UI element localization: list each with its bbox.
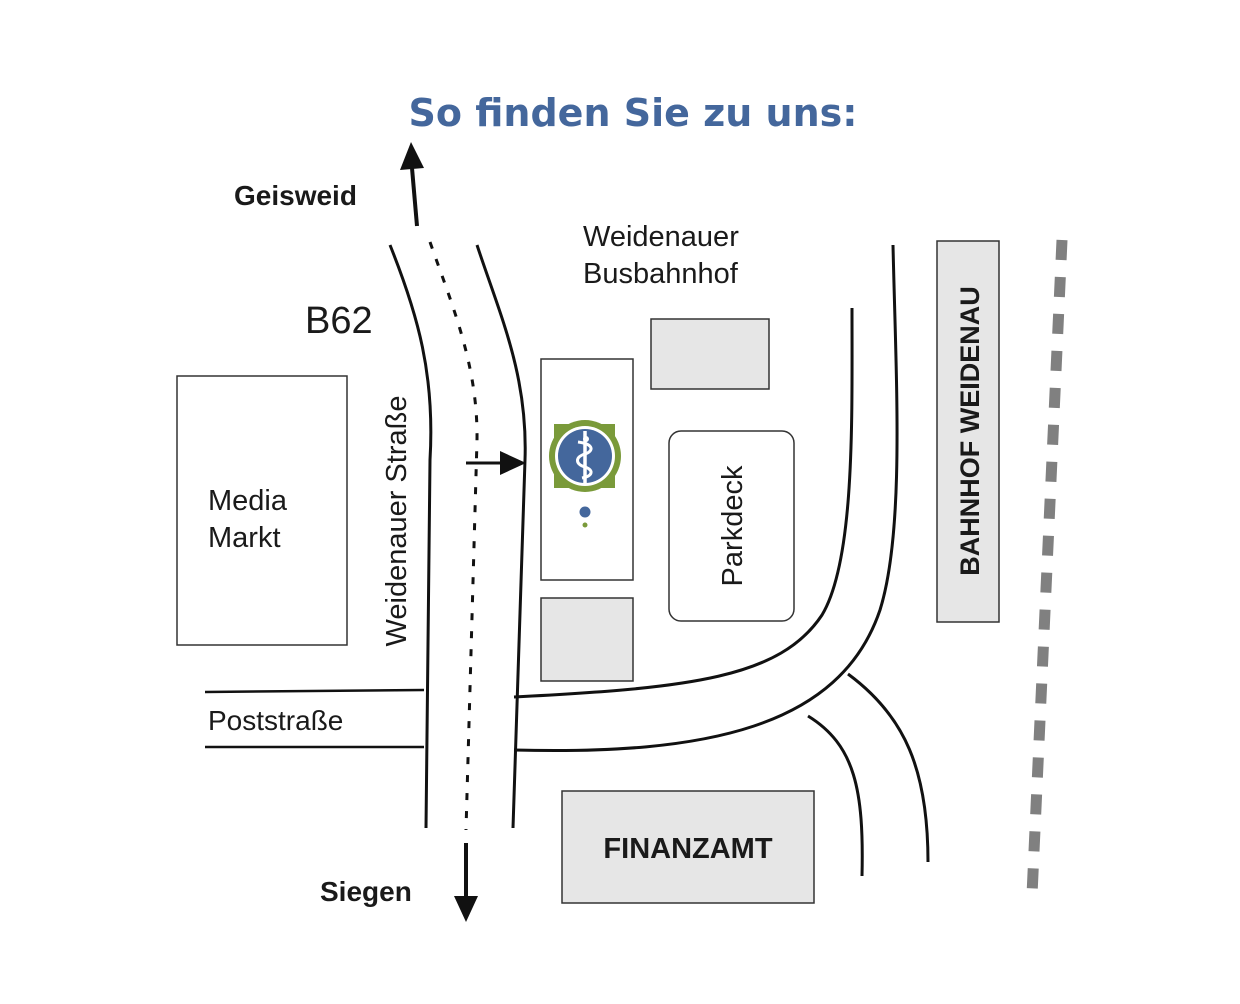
train-station-building: [936, 240, 1000, 623]
building-north: [650, 318, 770, 390]
tax-office-label: FINANZAMT: [603, 833, 772, 865]
direction-north-label: Geisweid: [234, 180, 357, 211]
direction-south-label: Siegen: [320, 876, 412, 907]
media-markt-label-line1: Media: [208, 485, 288, 517]
parkdeck-label: Parkdeck: [717, 465, 749, 586]
main-road-left-edge: [388, 244, 433, 829]
building-south: [540, 597, 634, 682]
bus-station-label-line2: Busbahnhof: [583, 258, 739, 290]
curved-road-inner-edge: [513, 307, 854, 699]
arrow-right-icon: [466, 451, 526, 475]
highway-label: B62: [305, 300, 373, 342]
curved-road-outer-edge: [513, 244, 899, 753]
arrow-down-icon: [454, 843, 478, 922]
media-markt-building: [176, 375, 348, 646]
branch-road-right-edge: [847, 672, 930, 863]
poststrasse-top-edge: [204, 688, 425, 694]
arrow-up-icon: [400, 142, 424, 227]
main-road-right-edge: [475, 244, 527, 829]
railway-line: [1026, 239, 1068, 896]
page-title: So finden Sie zu uns:: [409, 91, 858, 135]
aesculapius-logo-icon: [549, 420, 621, 528]
parkdeck-building: [668, 430, 795, 622]
branch-road-left-edge: [807, 714, 864, 877]
train-station-label: BAHNHOF WEIDENAU: [955, 286, 985, 576]
media-markt-label-line2: Markt: [208, 522, 281, 554]
side-street-label: Poststraße: [208, 705, 343, 736]
bus-station-label-line1: Weidenauer: [583, 221, 739, 253]
main-street-label: Weidenauer Straße: [381, 396, 413, 647]
route-dotted-line: [428, 241, 479, 831]
tax-office-building: [561, 790, 815, 904]
